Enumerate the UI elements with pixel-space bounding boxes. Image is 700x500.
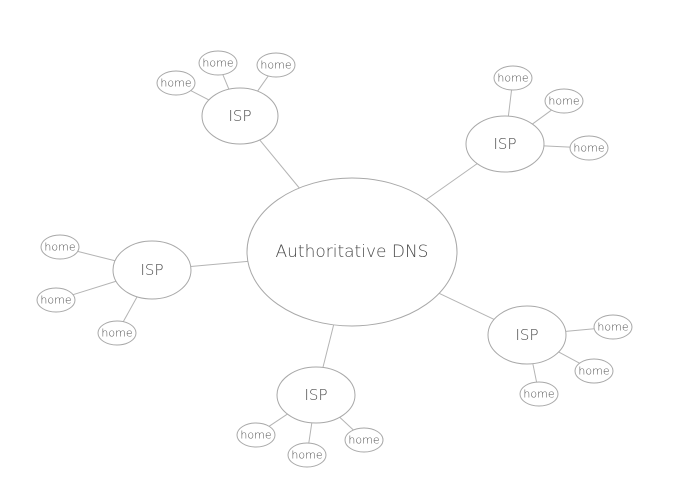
isp-node-2: ISP [465,115,545,173]
edge-isp-5-home-1 [268,413,288,427]
home-node-1-3-shape [256,52,296,78]
isp-node-4-label: ISP [516,326,539,344]
home-node-1-2-label: home [202,57,233,70]
isp-node-1-shape [201,87,279,145]
home-node-5-2: home [287,442,327,468]
edges-layer [72,74,595,444]
home-node-3-2-label: home [40,294,71,307]
home-node-4-3-shape [519,381,559,407]
isp-node-2-shape [465,115,545,173]
isp-node-1: ISP [201,87,279,145]
edge-dns-isp-2 [425,163,478,201]
home-node-2-1-label: home [497,72,528,85]
home-node-4-1: home [593,314,633,340]
home-node-3-2-shape [36,287,76,313]
home-node-1-1-label: home [160,77,191,90]
edge-isp-5-home-3 [339,416,354,431]
home-node-5-2-shape [287,442,327,468]
home-node-1-2: home [198,50,238,76]
isp-node-3: ISP [112,240,192,300]
isp-node-5-shape [276,366,356,424]
home-node-4-2-shape [574,358,614,384]
edge-isp-2-home-2 [532,109,552,125]
authoritative-dns-node-label: Authoritative DNS [276,242,429,262]
edge-isp-1-home-2 [222,74,230,90]
home-node-2-3-label: home [573,142,604,155]
home-node-2-2: home [544,88,584,114]
home-node-1-3: home [256,52,296,78]
home-node-4-3: home [519,381,559,407]
edge-dns-isp-3 [190,260,248,268]
edge-isp-4-home-2 [558,351,580,364]
authoritative-dns-node: Authoritative DNS [246,177,458,327]
home-node-5-2-label: home [291,449,322,462]
home-node-2-1-shape [493,65,533,91]
isp-node-4: ISP [487,305,567,365]
home-node-3-1-shape [40,234,80,260]
home-node-4-3-label: home [523,388,554,401]
home-node-1-3-label: home [260,59,291,72]
home-node-4-2-label: home [578,365,609,378]
edge-isp-3-home-3 [122,296,138,322]
home-node-5-3-shape [344,427,384,453]
home-node-2-1: home [493,65,533,91]
home-node-5-3-label: home [348,434,379,447]
edge-isp-4-home-3 [532,363,538,383]
home-node-5-1-shape [236,422,276,448]
edge-isp-1-home-1 [190,90,210,101]
home-node-4-1-shape [593,314,633,340]
isp-node-5-label: ISP [305,386,328,404]
edge-isp-1-home-3 [257,75,269,92]
home-node-3-3: home [97,320,137,346]
isp-node-3-shape [112,240,192,300]
home-node-2-3-shape [569,135,609,161]
home-node-4-1-label: home [597,321,628,334]
home-node-5-1: home [236,422,276,448]
home-node-3-1: home [40,234,80,260]
home-node-2-2-label: home [548,95,579,108]
edge-isp-4-home-1 [565,328,595,332]
home-node-1-1-shape [156,70,196,96]
home-node-2-3: home [569,135,609,161]
home-node-3-3-shape [97,320,137,346]
home-node-1-1: home [156,70,196,96]
isp-node-1-label: ISP [229,107,252,125]
home-node-1-2-shape [198,50,238,76]
edge-isp-5-home-2 [308,422,313,444]
edge-dns-isp-1 [259,139,300,189]
home-node-4-2: home [574,358,614,384]
home-node-3-2: home [36,287,76,313]
home-node-3-1-label: home [44,241,75,254]
home-node-2-2-shape [544,88,584,114]
edge-isp-3-home-2 [72,280,117,296]
edge-dns-isp-5 [322,324,335,368]
home-node-5-3: home [344,427,384,453]
edge-isp-3-home-1 [77,250,116,262]
home-node-5-1-label: home [240,429,271,442]
isp-node-3-label: ISP [141,261,164,279]
home-node-3-3-label: home [101,327,132,340]
edge-isp-2-home-3 [543,145,571,148]
edge-isp-2-home-1 [507,89,513,117]
isp-node-4-shape [487,305,567,365]
edge-dns-isp-4 [438,292,495,320]
isp-node-5: ISP [276,366,356,424]
authoritative-dns-node-shape [246,177,458,327]
isp-node-2-label: ISP [494,135,517,153]
